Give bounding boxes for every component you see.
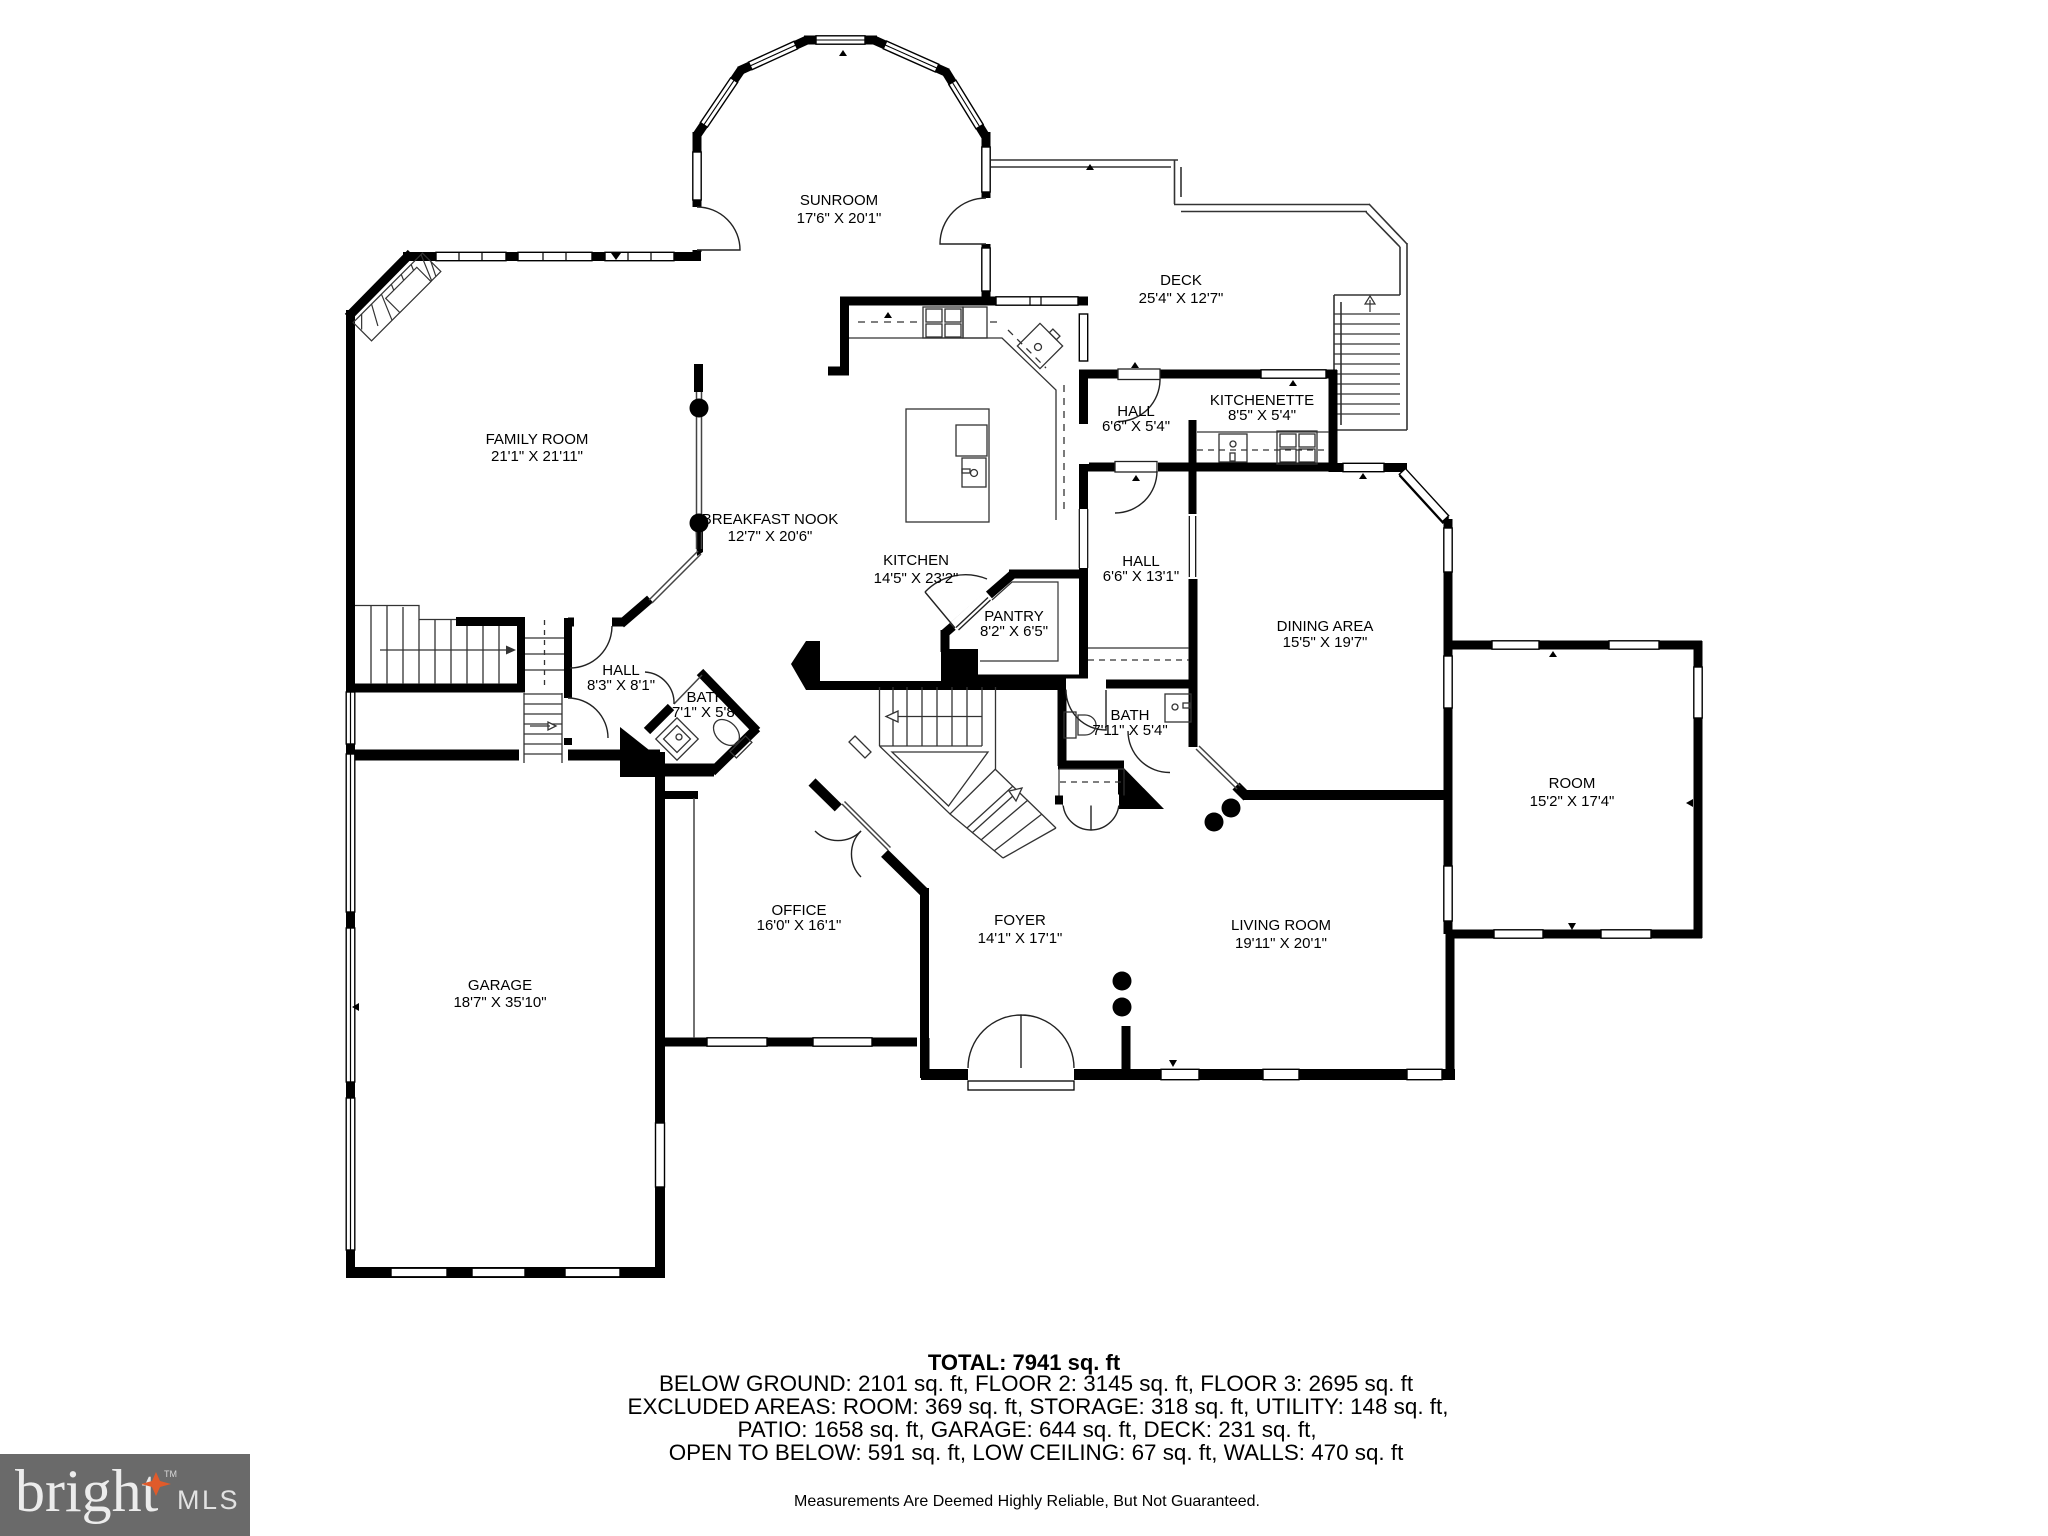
svg-text:15'5" X 19'7": 15'5" X 19'7" [1283,634,1368,651]
svg-text:KITCHENETTE: KITCHENETTE [1210,392,1314,409]
svg-text:OPEN TO BELOW: 591 sq. ft, LOW: OPEN TO BELOW: 591 sq. ft, LOW CEILING: … [669,1440,1404,1465]
svg-text:TOTAL: 7941 sq. ft: TOTAL: 7941 sq. ft [928,1350,1121,1375]
svg-text:25'4" X 12'7": 25'4" X 12'7" [1139,290,1224,307]
svg-text:BATH: BATH [1111,707,1150,724]
svg-text:21'1" X 21'11": 21'1" X 21'11" [491,448,583,465]
svg-text:BELOW GROUND: 2101 sq. ft, FLO: BELOW GROUND: 2101 sq. ft, FLOOR 2: 3145… [659,1371,1414,1396]
svg-text:HALL: HALL [1117,403,1155,420]
svg-text:HALL: HALL [602,662,640,679]
svg-text:7'11" X 5'4": 7'11" X 5'4" [1092,722,1167,739]
svg-text:7'1" X 5'8": 7'1" X 5'8" [672,704,740,721]
svg-text:17'6" X 20'1": 17'6" X 20'1" [797,210,882,227]
svg-text:GARAGE: GARAGE [468,977,532,994]
svg-text:FOYER: FOYER [994,912,1046,929]
svg-text:14'1" X 17'1": 14'1" X 17'1" [978,930,1063,947]
svg-text:LIVING ROOM: LIVING ROOM [1231,917,1331,934]
svg-text:PANTRY: PANTRY [984,608,1043,625]
svg-text:18'7" X 35'10": 18'7" X 35'10" [453,994,546,1011]
svg-text:MLS: MLS [177,1485,240,1515]
svg-text:6'6" X 5'4": 6'6" X 5'4" [1102,418,1170,435]
svg-text:PATIO: 1658 sq. ft, GARAGE: 64: PATIO: 1658 sq. ft, GARAGE: 644 sq. ft, … [737,1417,1316,1442]
svg-text:8'2" X 6'5": 8'2" X 6'5" [980,623,1048,640]
svg-text:15'2" X 17'4": 15'2" X 17'4" [1530,793,1615,810]
svg-text:14'5" X 23'2": 14'5" X 23'2" [874,570,959,587]
svg-text:EXCLUDED AREAS: ROOM: 369 sq.: EXCLUDED AREAS: ROOM: 369 sq. ft, STORAG… [628,1394,1449,1419]
svg-text:DECK: DECK [1160,272,1202,289]
svg-text:8'5" X 5'4": 8'5" X 5'4" [1228,407,1296,424]
svg-text:19'11" X 20'1": 19'11" X 20'1" [1235,935,1327,952]
svg-text:BREAKFAST NOOK: BREAKFAST NOOK [702,511,838,528]
svg-text:OFFICE: OFFICE [772,902,827,919]
svg-text:16'0" X 16'1": 16'0" X 16'1" [757,917,842,934]
svg-text:BATH: BATH [687,689,726,706]
svg-text:ROOM: ROOM [1549,775,1596,792]
svg-text:8'3" X 8'1": 8'3" X 8'1" [587,677,655,694]
svg-text:TM: TM [164,1469,177,1479]
svg-text:12'7" X 20'6": 12'7" X 20'6" [728,528,813,545]
svg-text:DINING AREA: DINING AREA [1277,618,1374,635]
svg-text:bright: bright [15,1458,159,1524]
svg-text:FAMILY ROOM: FAMILY ROOM [486,431,589,448]
svg-text:SUNROOM: SUNROOM [800,192,878,209]
svg-text:Measurements Are Deemed Highly: Measurements Are Deemed Highly Reliable,… [794,1493,1260,1510]
svg-text:HALL: HALL [1122,553,1160,570]
svg-text:KITCHEN: KITCHEN [883,552,949,569]
svg-text:6'6" X 13'1": 6'6" X 13'1" [1103,568,1179,585]
